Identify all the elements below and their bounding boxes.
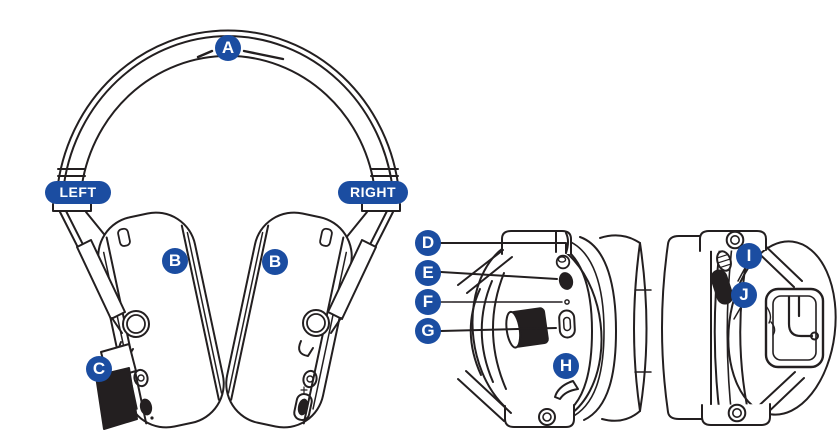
right-earcup-knob: [298, 309, 330, 357]
right-yoke-band: [327, 239, 377, 320]
callout-e: E: [415, 260, 441, 286]
callout-b-right-earcup: B: [262, 249, 288, 275]
volume-wheel: [716, 250, 732, 272]
power-button: [558, 272, 574, 290]
side-right-earcup: [699, 230, 837, 426]
side-view: [196, 49, 837, 428]
right-earcup: [225, 211, 353, 429]
callout-j: J: [731, 282, 757, 308]
right-earcup-button: [302, 369, 318, 389]
left-earcup-button: [133, 368, 149, 388]
marker-right: RIGHT: [338, 181, 408, 204]
bottom-yoke-tab: [701, 403, 771, 426]
leader-i: [737, 267, 746, 282]
earcup-slider-detail: [117, 227, 131, 247]
callout-g: G: [415, 318, 441, 344]
right-earcup-port: [293, 393, 313, 421]
left-yoke-band: [76, 239, 126, 320]
leader-d: [440, 242, 567, 254]
front-view: [52, 29, 401, 430]
marker-left: LEFT: [45, 181, 111, 204]
usb-c-port: [558, 309, 576, 339]
callout-f: F: [415, 289, 441, 315]
callout-c-microphone: C: [86, 356, 112, 382]
leader-lines: [196, 49, 746, 332]
earpad: [727, 240, 837, 416]
leader-j: [733, 306, 742, 320]
mic-roller: [710, 269, 734, 305]
leader-a: [196, 49, 285, 61]
suspension-fork: [469, 272, 507, 390]
mic-jack-port: [555, 254, 571, 270]
callout-a-headband: A: [215, 35, 241, 61]
callout-b-left-earcup: B: [162, 248, 188, 274]
callout-d: D: [415, 230, 441, 256]
leader-g: [440, 327, 557, 332]
earcup-slider-detail: [319, 227, 333, 247]
headband-strip: [661, 235, 712, 420]
bottom-yoke-tab: [457, 370, 575, 428]
leader-e: [440, 271, 558, 280]
callout-h: H: [553, 353, 579, 379]
left-earcup-port: [139, 398, 153, 416]
side-left-earcup: [457, 230, 652, 428]
pad-logo-mark: [765, 305, 776, 336]
audio-jack-slot: [554, 380, 579, 400]
status-led: [564, 299, 570, 305]
yoke-buckle: [764, 287, 825, 369]
earpad-edge: [633, 242, 648, 412]
callout-i: I: [736, 243, 762, 269]
